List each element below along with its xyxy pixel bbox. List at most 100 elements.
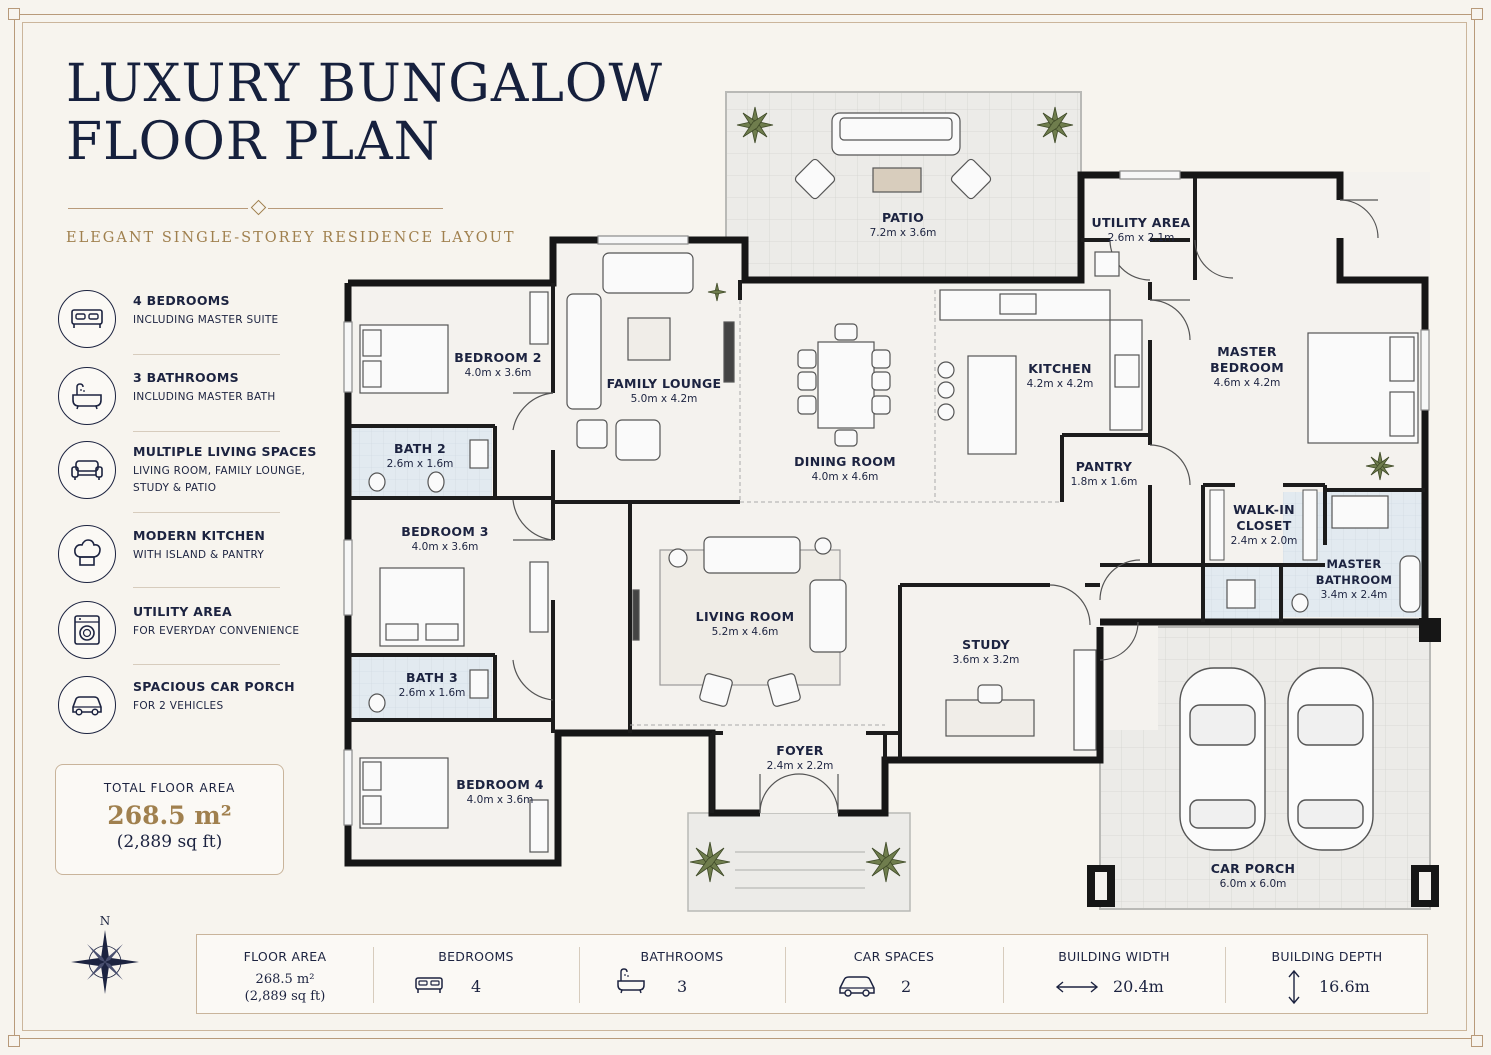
feature-line: STUDY & PATIO [133,482,217,494]
feature-living-spaces: MULTIPLE LIVING SPACES LIVING ROOM, FAMI… [58,433,316,501]
beds [359,291,1419,853]
feature-line: INCLUDING MASTER SUITE [133,314,279,326]
bed-icon [415,975,443,999]
feature-line: WITH ISLAND & PANTRY [133,549,265,561]
room-dims: 4.2m x 4.2m [1026,378,1094,390]
room-name: BATH 3 [405,670,459,685]
room-name: UTILITY AREA [1091,215,1191,230]
frame-corner [1471,1035,1483,1047]
room-name: MASTER BATHROOM [1315,557,1393,587]
room-label-pantry: PANTRY 1.8m x 1.6m [1071,459,1138,490]
stat-divider [1225,947,1226,1003]
living-furniture [632,536,847,707]
room-dims: 4.0m x 3.6m [466,794,534,806]
room-dims: 4.0m x 3.6m [464,367,532,379]
feature-subtitle: INCLUDING MASTER BATH [133,389,276,406]
interior-walls [350,178,1425,813]
feature-divider [133,664,280,665]
room-name: BEDROOM 4 [456,777,544,792]
sofa-icon [58,441,116,499]
room-name: BEDROOM 3 [401,524,489,539]
room-dims: 5.2m x 4.6m [711,626,779,638]
stat-car-spaces: CAR SPACES 2 [785,935,1003,1015]
room-label-bedroom4: BEDROOM 4 4.0m x 3.6m [456,777,544,808]
stat-value: 268.5 m²(2,889 sq ft) [197,971,373,1005]
room-name: WALK-IN CLOSET [1233,502,1295,533]
room-name: PANTRY [1075,459,1133,474]
bathtub-icon [58,367,116,425]
page-title: LUXURY BUNGALOW FLOOR PLAN [66,55,663,171]
compass-north-label: N [100,914,111,928]
compass-rose: N [65,912,145,1002]
feature-title: UTILITY AREA [133,604,232,619]
study-furniture [945,649,1097,751]
room-label-masterbath: MASTER BATHROOM 3.4m x 2.4m [1316,556,1393,603]
stat-value: 20.4m [1113,977,1164,996]
feature-title: SPACIOUS CAR PORCH [133,679,295,694]
chef-hat-icon [58,525,116,583]
room-name: STUDY [962,637,1010,652]
feature-title: MODERN KITCHEN [133,528,266,543]
room-dims: 7.2m x 3.6m [869,227,937,239]
stat-value: 3 [677,977,688,996]
stat-building-depth: BUILDING DEPTH 16.6m [1225,935,1429,1015]
room-dims: 2.6m x 1.6m [398,687,466,699]
stat-label: FLOOR AREA [243,949,327,964]
stat-value-main: 268.5 m² [255,972,315,987]
bed-icon [58,290,116,348]
room-dims: 4.6m x 4.2m [1213,377,1281,389]
frame-corner [8,8,20,20]
kitchen-furniture [937,289,1143,455]
stat-value: 2 [901,977,912,996]
room-name: DINING ROOM [794,454,896,469]
room-dims: 1.8m x 1.6m [1070,476,1138,488]
room-name: KITCHEN [1028,361,1092,376]
room-dims: 3.4m x 2.4m [1320,589,1388,601]
feature-line: FOR EVERYDAY CONVENIENCE [133,625,300,637]
title-line-1: LUXURY BUNGALOW [66,54,664,114]
frame-corner [1471,8,1483,20]
stat-divider [373,947,374,1003]
room-label-walkin: WALK-IN CLOSET 2.4m x 2.0m [1231,502,1298,549]
frame-corner [8,1035,20,1047]
room-label-dining: DINING ROOM 4.0m x 4.6m [794,454,896,485]
feature-divider [133,587,280,588]
cars [1179,667,1374,851]
page-subtitle: ELEGANT SINGLE-STOREY RESIDENCE LAYOUT [66,230,516,246]
room-dims: 2.6m x 1.6m [386,458,454,470]
feature-line: LIVING ROOM, FAMILY LOUNGE, [133,465,306,477]
doors [512,199,1379,814]
title-divider-right [268,208,443,209]
feature-subtitle: WITH ISLAND & PANTRY [133,547,264,564]
room-dims: 2.4m x 2.0m [1230,535,1298,547]
stat-label: BATHROOMS [640,949,724,964]
patio-furniture [794,112,992,200]
feature-car-porch: SPACIOUS CAR PORCH FOR 2 VEHICLES [58,668,295,736]
inner-frame [22,22,1467,1031]
room-name: CAR PORCH [1210,861,1296,876]
closet-shelves [1209,489,1318,561]
feature-divider [133,512,280,513]
stat-floor-area: FLOOR AREA 268.5 m²(2,889 sq ft) [197,935,373,1015]
room-name: LIVING ROOM [695,609,795,624]
feature-utility: UTILITY AREA FOR EVERYDAY CONVENIENCE [58,593,299,661]
feature-title: MULTIPLE LIVING SPACES [133,444,317,459]
room-name: BEDROOM 2 [454,350,542,365]
feature-kitchen: MODERN KITCHEN WITH ISLAND & PANTRY [58,517,280,585]
room-dims: 4.0m x 4.6m [811,471,879,483]
room-dims: 5.0m x 4.2m [630,393,698,405]
stat-divider [785,947,786,1003]
room-label-bedroom2: BEDROOM 2 4.0m x 3.6m [454,350,542,381]
stat-bathrooms: BATHROOMS 3 [579,935,785,1015]
bathtub-icon [615,967,647,999]
family-lounge-furniture [566,252,735,461]
outer-frame [14,14,1475,1039]
total-area-sqft: (2,889 sq ft) [116,832,223,852]
